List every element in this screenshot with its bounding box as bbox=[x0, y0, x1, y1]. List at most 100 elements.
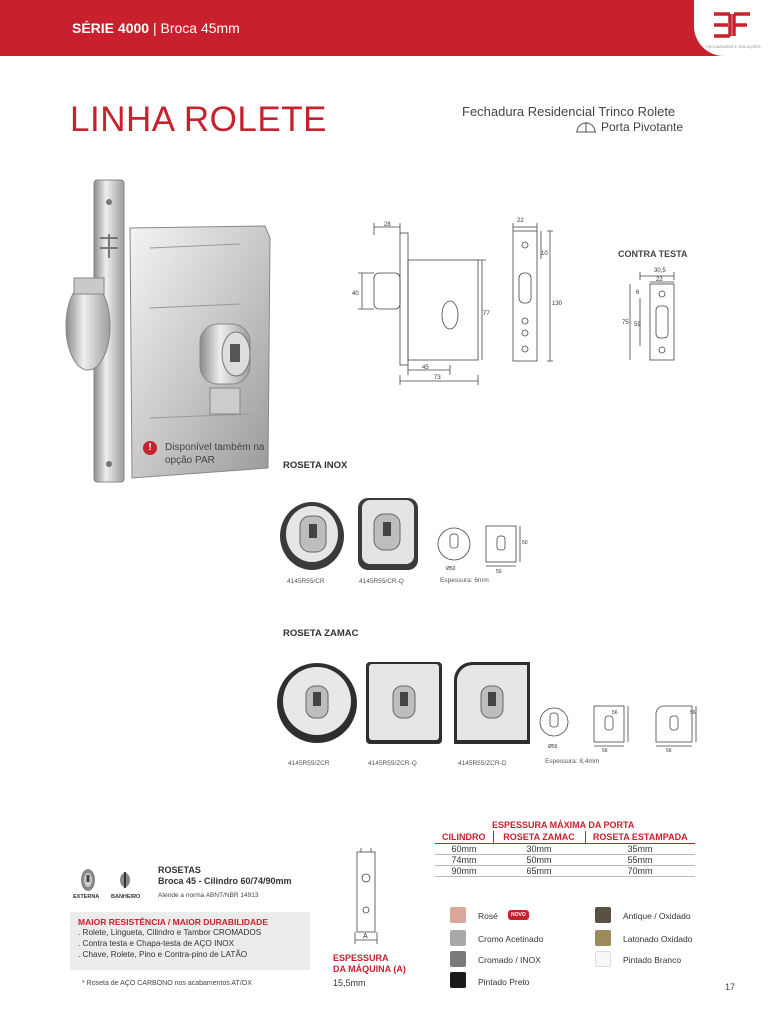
roseta-zamac-square-image bbox=[366, 662, 442, 744]
feature-line: . Chave, Rolete, Pino e Contra-pino de L… bbox=[78, 950, 248, 959]
dim-6: 6 bbox=[636, 290, 640, 296]
contra-testa-drawing: 30,5 22 6 75 59 bbox=[622, 268, 675, 361]
roseta-inox-espessura: Espessura: 6mm bbox=[440, 577, 489, 584]
cell: 65mm bbox=[493, 865, 585, 877]
code-4145R55-CR: 4145R55/CR bbox=[287, 578, 325, 585]
brand-logo-icon bbox=[714, 12, 750, 38]
swatch-rose bbox=[450, 907, 466, 923]
dim-diameter: Ø56 bbox=[548, 744, 558, 750]
feature-line: . Rolete, Lingueta, Cilindro e Tambor CR… bbox=[78, 928, 262, 937]
espessura-table: CILINDRO ROSETA ZAMAC ROSETA ESTAMPADA 6… bbox=[435, 831, 695, 877]
col-roseta-estampada: ROSETA ESTAMPADA bbox=[585, 831, 695, 844]
header-bar bbox=[0, 0, 768, 56]
dim-30-5: 30,5 bbox=[654, 268, 666, 274]
roseta-zamac-d-image bbox=[454, 662, 530, 744]
swatch-antique-oxidado bbox=[595, 907, 611, 923]
porta-pivotante: Porta Pivotante bbox=[575, 120, 683, 134]
dim-diameter: Ø50 bbox=[446, 566, 456, 572]
espessura-table-title: ESPESSURA MÁXIMA DA PORTA bbox=[492, 820, 635, 830]
roseta-zamac-label: ROSETA ZAMAC bbox=[283, 628, 359, 639]
norma-text: Atende a norma ABNT/NBR 14913 bbox=[158, 892, 259, 899]
espessura-maquina-title: ESPESSURA DA MÁQUINA (A) bbox=[333, 953, 406, 974]
finish-pintado-preto: Pintado Preto bbox=[478, 977, 530, 987]
roseta-zamac-drawing: Ø56 56 56 56 56 bbox=[539, 705, 697, 754]
rosetas-title: ROSETAS Broca 45 - Cilindro 60/74/90mm bbox=[158, 865, 292, 886]
cell: 60mm bbox=[435, 843, 493, 855]
dim-height-d: 56 bbox=[690, 710, 696, 716]
code-4145R55-ZCR: 4145R55/ZCR bbox=[288, 760, 330, 767]
finish-latonado-oxidado: Latonado Oxidado bbox=[623, 934, 693, 944]
dim-width-d: 56 bbox=[666, 748, 672, 754]
externa-label: EXTERNA bbox=[73, 894, 100, 900]
dim-28: 28 bbox=[384, 222, 391, 228]
espessura-maquina-value: 15,5mm bbox=[333, 978, 366, 988]
banheiro-label: BANHEIRO bbox=[111, 894, 141, 900]
footnote: * Roseta de AÇO CARBONO nos acabamentos … bbox=[82, 980, 252, 987]
feature-line: . Contra testa e Chapa-testa de AÇO INOX bbox=[78, 939, 235, 948]
code-4145R55-ZCR-Q: 4145R55/ZCR-Q bbox=[368, 760, 417, 767]
front-technical-drawing: 22 10 130 bbox=[512, 218, 563, 362]
roseta-inox-drawing: Ø50 50 50 bbox=[437, 525, 528, 575]
finish-cromo-acetinado: Cromo Acetinado bbox=[478, 934, 544, 944]
cell: 35mm bbox=[585, 843, 695, 855]
dim-22: 22 bbox=[517, 218, 524, 224]
finish-cromado-inox: Cromado / INOX bbox=[478, 955, 541, 965]
cylinder-key-icon bbox=[81, 869, 95, 891]
bathroom-turn-icon bbox=[120, 872, 130, 888]
finish-pintado-branco: Pintado Branco bbox=[623, 955, 682, 965]
swatch-latonado-oxidado bbox=[595, 930, 611, 946]
side-technical-drawing: 28 40 77 45 73 bbox=[352, 222, 490, 385]
logo-text: FECHADURAS E SOLUÇÕES bbox=[706, 44, 761, 49]
table-row: 90mm 65mm 70mm bbox=[435, 865, 695, 877]
alert-icon: ! bbox=[143, 441, 157, 455]
door-pivot-icon bbox=[576, 122, 596, 133]
swatch-pintado-branco bbox=[595, 951, 611, 967]
page-title: LINHA ROLETE bbox=[70, 100, 327, 139]
code-4145R55-CR-Q: 4145R55/CR-Q bbox=[359, 578, 404, 585]
availability-note: Disponível também na opção PAR bbox=[165, 442, 265, 466]
swatch-cromo-acetinado bbox=[450, 930, 466, 946]
table-row: 74mm 50mm 55mm bbox=[435, 854, 695, 866]
page-number: 17 bbox=[725, 982, 736, 992]
code-4145R55-ZCR-D: 4145R55/ZCR-D bbox=[458, 760, 507, 767]
swatch-cromado-inox bbox=[450, 951, 466, 967]
roseta-zamac-espessura: Espessura: 8,4mm bbox=[545, 758, 600, 765]
dim-40: 40 bbox=[352, 291, 359, 297]
features-box: MAIOR RESISTÊNCIA / MAIOR DURABILIDADE .… bbox=[70, 912, 310, 970]
dim-59: 59 bbox=[634, 322, 641, 328]
roseta-inox-label: ROSETA INOX bbox=[283, 460, 348, 471]
cell: 30mm bbox=[493, 843, 585, 855]
dim-45: 45 bbox=[422, 365, 429, 371]
dim-height-q: 56 bbox=[612, 710, 618, 716]
contra-testa-label: CONTRA TESTA bbox=[618, 249, 688, 259]
dim-73: 73 bbox=[434, 375, 441, 381]
finish-rose: Rosé bbox=[478, 911, 498, 921]
dim-a: A bbox=[363, 933, 368, 940]
machine-thickness-drawing: A bbox=[354, 848, 378, 944]
cell: 90mm bbox=[435, 865, 493, 877]
roseta-inox-square-image bbox=[358, 498, 418, 570]
cell: 70mm bbox=[585, 865, 695, 877]
dim-22: 22 bbox=[656, 277, 663, 283]
novo-badge: NOVO bbox=[508, 910, 529, 920]
series-label: SÉRIE 4000 | Broca 45mm bbox=[72, 20, 240, 36]
dim-height: 50 bbox=[522, 540, 528, 546]
col-roseta-zamac: ROSETA ZAMAC bbox=[493, 831, 586, 844]
swatch-pintado-preto bbox=[450, 972, 466, 988]
dim-width-q: 56 bbox=[602, 748, 608, 754]
lock-mechanism-image bbox=[65, 179, 271, 483]
dim-10: 10 bbox=[541, 251, 548, 257]
cell: 55mm bbox=[585, 854, 695, 866]
roseta-zamac-round-image bbox=[277, 663, 357, 743]
cell: 74mm bbox=[435, 854, 493, 866]
col-cilindro: CILINDRO bbox=[435, 831, 494, 844]
table-row: 60mm 30mm 35mm bbox=[435, 843, 695, 855]
cell: 50mm bbox=[493, 854, 585, 866]
finish-antique-oxidado: Antique / Oxidado bbox=[623, 911, 691, 921]
page-subtitle: Fechadura Residencial Trinco Rolete bbox=[462, 104, 676, 119]
features-heading: MAIOR RESISTÊNCIA / MAIOR DURABILIDADE bbox=[78, 917, 268, 927]
dim-75: 75 bbox=[622, 320, 629, 326]
dim-130: 130 bbox=[552, 301, 563, 307]
dim-width: 50 bbox=[496, 569, 502, 575]
dim-77: 77 bbox=[483, 311, 490, 317]
